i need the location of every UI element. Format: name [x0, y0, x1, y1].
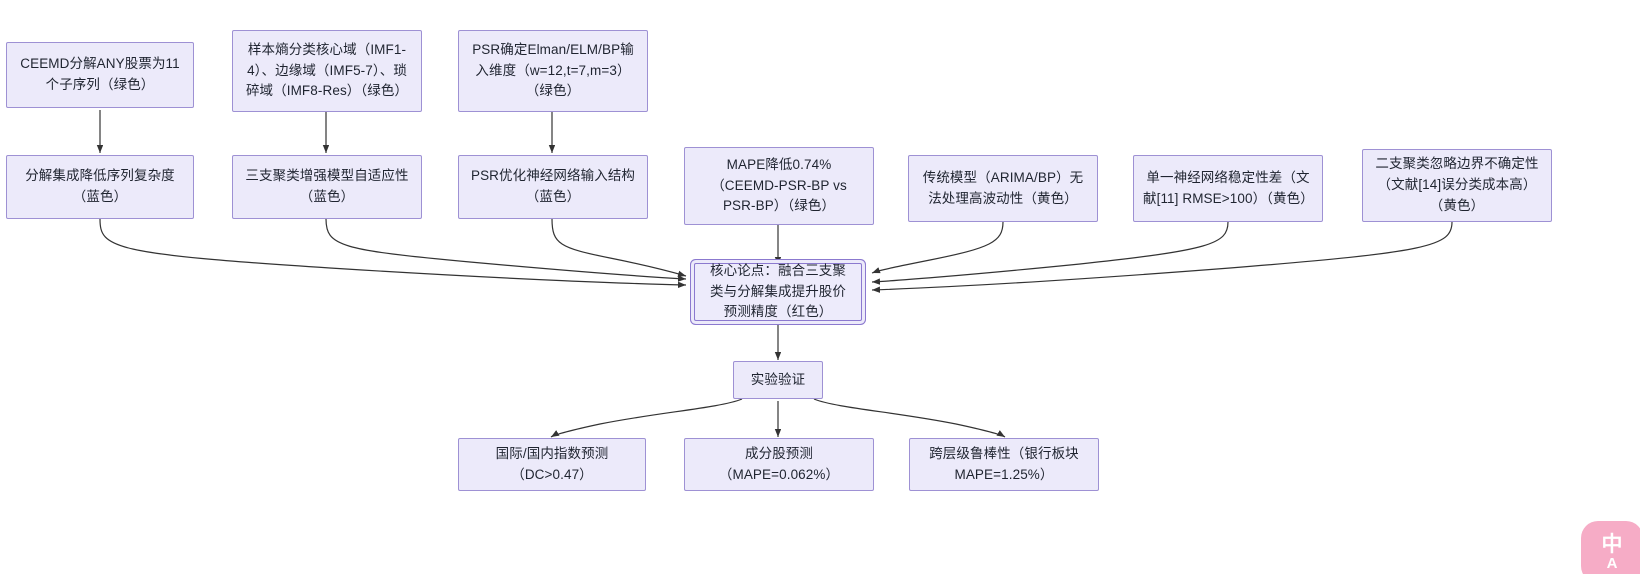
node-psr-struct[interactable]: PSR优化神经网络输入结构（蓝色） — [458, 155, 648, 219]
node-core-claim[interactable]: 核心论点：融合三支聚类与分解集成提升股价预测精度（红色） — [694, 263, 862, 321]
node-arima-bp-label: 传统模型（ARIMA/BP）无法处理高波动性（黄色） — [922, 169, 1084, 206]
node-constituent-forecast-label: 成分股预测（MAPE=0.062%） — [718, 445, 840, 482]
node-complexity[interactable]: 分解集成降低序列复杂度（蓝色） — [6, 155, 194, 219]
node-single-nn-label: 单一神经网络稳定性差（文献[11] RMSE>100）（黄色） — [1143, 169, 1314, 206]
node-experiment-label: 实验验证 — [750, 371, 806, 387]
edge-psrstruct-to-core — [551, 218, 687, 277]
node-three-way[interactable]: 三支聚类增强模型自适应性（蓝色） — [232, 155, 422, 219]
edge-experiment-to-crosslevel — [813, 398, 1006, 438]
node-mape-drop[interactable]: MAPE降低0.74%（CEEMD-PSR-BP vs PSR-BP）（绿色） — [684, 147, 874, 225]
node-mape-drop-label: MAPE降低0.74%（CEEMD-PSR-BP vs PSR-BP）（绿色） — [711, 156, 847, 214]
edge-singlenn-to-core — [871, 221, 1229, 285]
node-constituent-forecast[interactable]: 成分股预测（MAPE=0.062%） — [684, 438, 874, 491]
node-cross-level[interactable]: 跨层级鲁棒性（银行板块MAPE=1.25%） — [909, 438, 1099, 491]
node-complexity-label: 分解集成降低序列复杂度（蓝色） — [25, 168, 175, 204]
edge-complexity-to-core — [99, 218, 687, 289]
edge-threeway-to-core — [325, 218, 687, 282]
node-psr-dim[interactable]: PSR确定Elman/ELM/BP输入维度（w=12,t=7,m=3）（绿色） — [458, 30, 648, 112]
node-psr-dim-label: PSR确定Elman/ELM/BP输入维度（w=12,t=7,m=3）（绿色） — [472, 41, 634, 99]
node-experiment[interactable]: 实验验证 — [733, 361, 823, 399]
node-index-forecast[interactable]: 国际/国内指数预测（DC>0.47） — [458, 438, 646, 491]
edge-experiment-to-index — [550, 398, 743, 438]
node-three-way-label: 三支聚类增强模型自适应性（蓝色） — [245, 168, 409, 204]
watermark-line1: 中 — [1601, 532, 1623, 556]
node-sample-entropy-label: 样本熵分类核心域（IMF1-4）、边缘域（IMF5-7）、琐碎域（IMF8-Re… — [245, 41, 409, 99]
node-cross-level-label: 跨层级鲁棒性（银行板块MAPE=1.25%） — [929, 445, 1079, 482]
watermark-line2: A — [1606, 554, 1618, 572]
node-psr-struct-label: PSR优化神经网络输入结构（蓝色） — [470, 168, 636, 204]
node-index-forecast-label: 国际/国内指数预测（DC>0.47） — [495, 445, 609, 482]
node-two-way-label: 二支聚类忽略边界不确定性（文献[14]误分类成本高）（黄色） — [1375, 156, 1539, 213]
node-two-way[interactable]: 二支聚类忽略边界不确定性（文献[14]误分类成本高）（黄色） — [1362, 149, 1552, 222]
node-single-nn[interactable]: 单一神经网络稳定性差（文献[11] RMSE>100）（黄色） — [1133, 155, 1323, 222]
edge-arimabp-to-core — [871, 221, 1004, 274]
node-core-claim-label: 核心论点：融合三支聚类与分解集成提升股价预测精度（红色） — [710, 262, 846, 320]
watermark-badge: 中 A — [1581, 521, 1640, 574]
edge-twoway-to-core — [871, 221, 1453, 293]
node-ceemd-label: CEEMD分解ANY股票为11个子序列（绿色） — [20, 56, 180, 92]
node-ceemd[interactable]: CEEMD分解ANY股票为11个子序列（绿色） — [6, 42, 194, 108]
node-sample-entropy[interactable]: 样本熵分类核心域（IMF1-4）、边缘域（IMF5-7）、琐碎域（IMF8-Re… — [232, 30, 422, 112]
node-arima-bp[interactable]: 传统模型（ARIMA/BP）无法处理高波动性（黄色） — [908, 155, 1098, 222]
